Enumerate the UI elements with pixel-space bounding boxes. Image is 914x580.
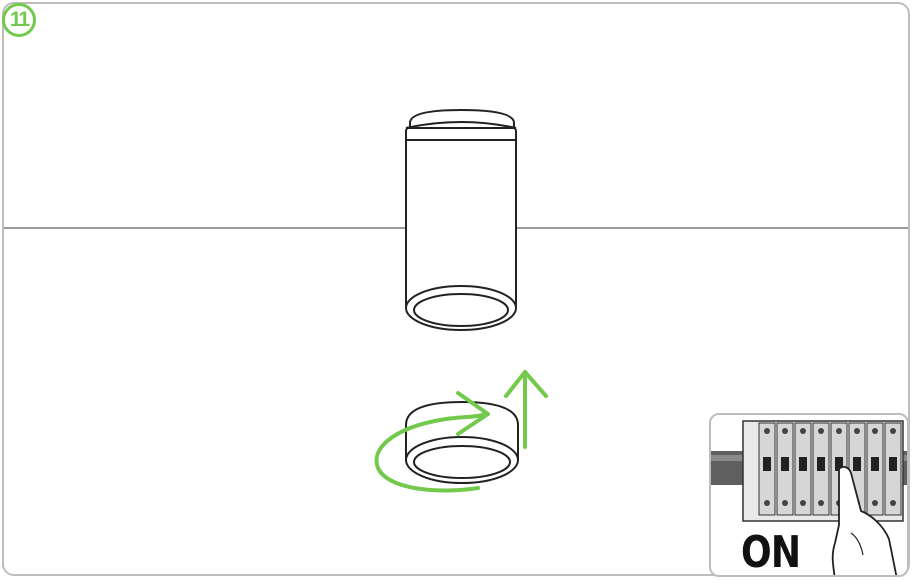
step-number-badge: 11 bbox=[2, 3, 36, 37]
rotate-arrow-icon bbox=[374, 391, 490, 493]
ceiling-light-fixture-icon bbox=[405, 108, 517, 331]
circuit-breaker-panel-icon bbox=[711, 420, 907, 575]
breaker-switches bbox=[763, 457, 897, 471]
hand-pointer-icon bbox=[831, 466, 898, 575]
breaker-inset: ON bbox=[709, 413, 909, 577]
up-arrow-icon bbox=[504, 370, 548, 449]
lens-ring-icon bbox=[405, 400, 519, 484]
on-label: ON bbox=[741, 527, 801, 577]
